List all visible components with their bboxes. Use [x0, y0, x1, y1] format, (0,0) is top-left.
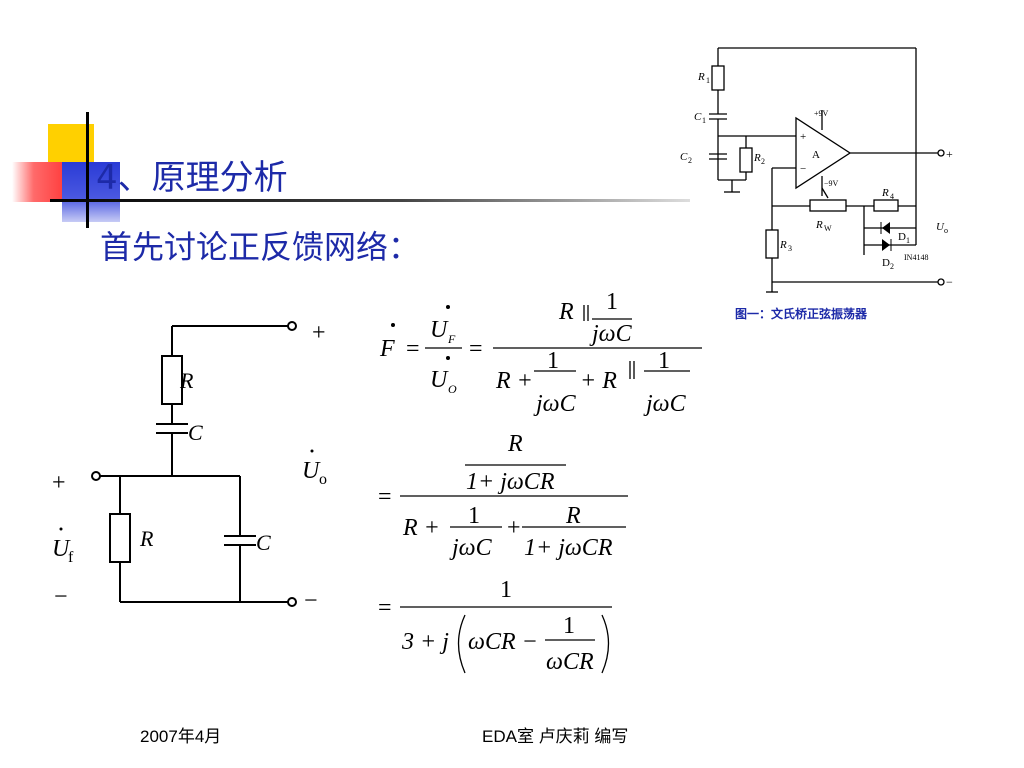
resistor-bottom [109, 513, 131, 563]
formula-den-jwc1: jωC [533, 391, 577, 417]
terminal-minus-bottom: − [304, 588, 318, 614]
footer-author: EDA室 卢庆莉 编写 [482, 727, 629, 746]
label-diode-model: IN4148 [904, 253, 928, 262]
terminal-plus-left: + [52, 470, 66, 496]
label-r2-sub: 2 [761, 157, 765, 166]
formula-uo: U [430, 367, 449, 393]
label-uo-right: U [936, 221, 945, 233]
formula2-rplus: R + [402, 515, 440, 541]
label-uo-right-sub: o [944, 226, 948, 235]
decor-blue-square [62, 162, 120, 222]
label-r3: R [779, 239, 787, 251]
label-r3-sub: 3 [788, 244, 792, 253]
label-d2: D [882, 257, 890, 269]
label-rw-sub: W [824, 224, 832, 233]
formula-den-jwc2: jωC [643, 391, 687, 417]
label-c2-sub: 2 [688, 156, 692, 165]
label-c1: C [694, 111, 702, 123]
rc-network-circuit: + R C + R C − − U o U f [52, 320, 327, 614]
resistor-top [161, 355, 183, 405]
decor-horizontal-rule [50, 199, 690, 202]
feedback-formula: F = U F U O = R 1 jωC R + 1 jωC + R 1 jω… [378, 289, 702, 675]
footer-date: 2007年4月 [140, 727, 222, 746]
label-uf-sub: f [68, 549, 74, 566]
formula2-num-r: R [507, 431, 523, 457]
formula-num-jwc: jωC [589, 321, 633, 347]
formula3-3pj: 3 + j [401, 629, 449, 655]
label-r-bottom: R [139, 526, 154, 551]
label-c-bottom: C [256, 530, 271, 555]
formula-den-plusr: + R [580, 368, 617, 394]
label-opamp: A [812, 149, 820, 161]
uf-dot [59, 527, 63, 531]
label-r2: R [753, 152, 761, 164]
formula-uo-sub: O [448, 382, 457, 396]
label-d1-sub: 1 [906, 236, 910, 245]
label-r4-sub: 4 [890, 192, 894, 201]
wien-bridge-oscillator-schematic: R 1 C 1 C 2 R 2 +9V −9V A + − R 4 R W R … [680, 47, 953, 293]
formula3-inner-wcr: ωCR [546, 649, 594, 675]
formula-eq2: = [469, 336, 483, 362]
formula-den-one2: 1 [658, 348, 670, 374]
terminal-plus-top: + [312, 320, 326, 346]
label-out-plus: + [946, 147, 953, 161]
label-plus9v: +9V [814, 109, 829, 118]
formula2-r: R [565, 503, 581, 529]
label-uo-sub: o [319, 471, 327, 488]
decor-vertical-rule [86, 112, 89, 228]
label-r1-sub: 1 [706, 76, 710, 85]
formula3-inner-one: 1 [563, 613, 575, 639]
terminal-minus-left: − [54, 584, 68, 610]
label-c1-sub: 1 [702, 116, 706, 125]
label-out-minus: − [946, 275, 953, 289]
label-opamp-minus: − [800, 163, 806, 175]
formula2-plus: + [507, 515, 521, 541]
label-r-top: R [179, 368, 194, 393]
label-d1: D [898, 231, 906, 243]
label-c2: C [680, 151, 688, 163]
formula-uf: U [430, 317, 449, 343]
label-uo: U [302, 458, 321, 484]
label-d2-sub: 2 [890, 262, 894, 271]
label-rw: R [815, 219, 823, 231]
slide-title: 4、原理分析 [96, 158, 288, 198]
formula-den-one1: 1 [547, 348, 559, 374]
formula-eq1: = [406, 336, 420, 362]
uo-dot [310, 449, 314, 453]
formula2-1pjwcr: 1+ jωCR [524, 535, 613, 561]
formula-num-one: 1 [606, 289, 618, 315]
label-uf: U [52, 536, 71, 562]
formula-den-rplus: R + [495, 368, 533, 394]
formula2-one: 1 [468, 503, 480, 529]
formula3-eq: = [378, 595, 392, 621]
figure-caption: 图一：文氏桥正弦振荡器 [735, 307, 868, 321]
formula2-jwc: jωC [449, 535, 493, 561]
label-r4: R [881, 187, 889, 199]
formula2-num-den: 1+ jωCR [466, 469, 555, 495]
label-r1: R [697, 71, 705, 83]
formula3-wcr-minus: ωCR − [468, 629, 538, 655]
formula-f: F [379, 336, 395, 362]
formula3-num: 1 [500, 577, 512, 603]
slide-subtitle: 首先讨论正反馈网络： [100, 228, 421, 266]
formula2-eq: = [378, 484, 392, 510]
label-opamp-plus: + [800, 131, 806, 143]
label-minus9v: −9V [824, 179, 839, 188]
formula-uf-sub: F [447, 332, 456, 346]
formula-num-r: R [558, 299, 574, 325]
label-c-top: C [188, 420, 203, 445]
